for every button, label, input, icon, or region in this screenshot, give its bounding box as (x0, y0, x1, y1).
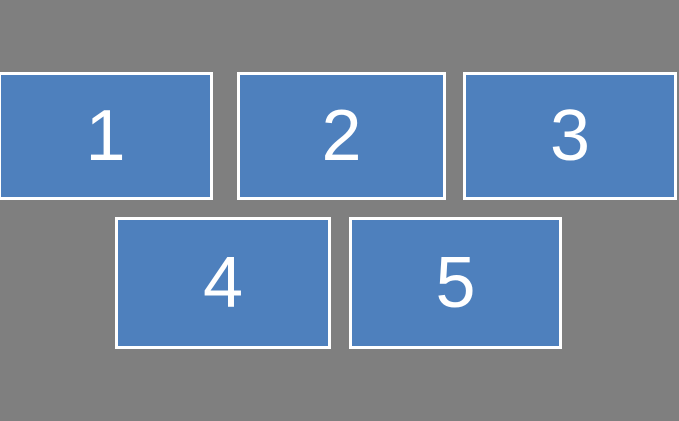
numbered-box-4[interactable]: 4 (115, 217, 331, 349)
box-number-label: 2 (321, 96, 362, 176)
box-number-label: 5 (435, 243, 476, 323)
numbered-box-2[interactable]: 2 (237, 72, 446, 200)
numbered-box-1[interactable]: 1 (0, 72, 213, 200)
box-number-label: 1 (85, 96, 126, 176)
box-number-label: 4 (202, 243, 244, 323)
box-number-label: 3 (549, 96, 591, 176)
numbered-box-5[interactable]: 5 (349, 217, 562, 349)
numbered-box-3[interactable]: 3 (463, 72, 677, 200)
